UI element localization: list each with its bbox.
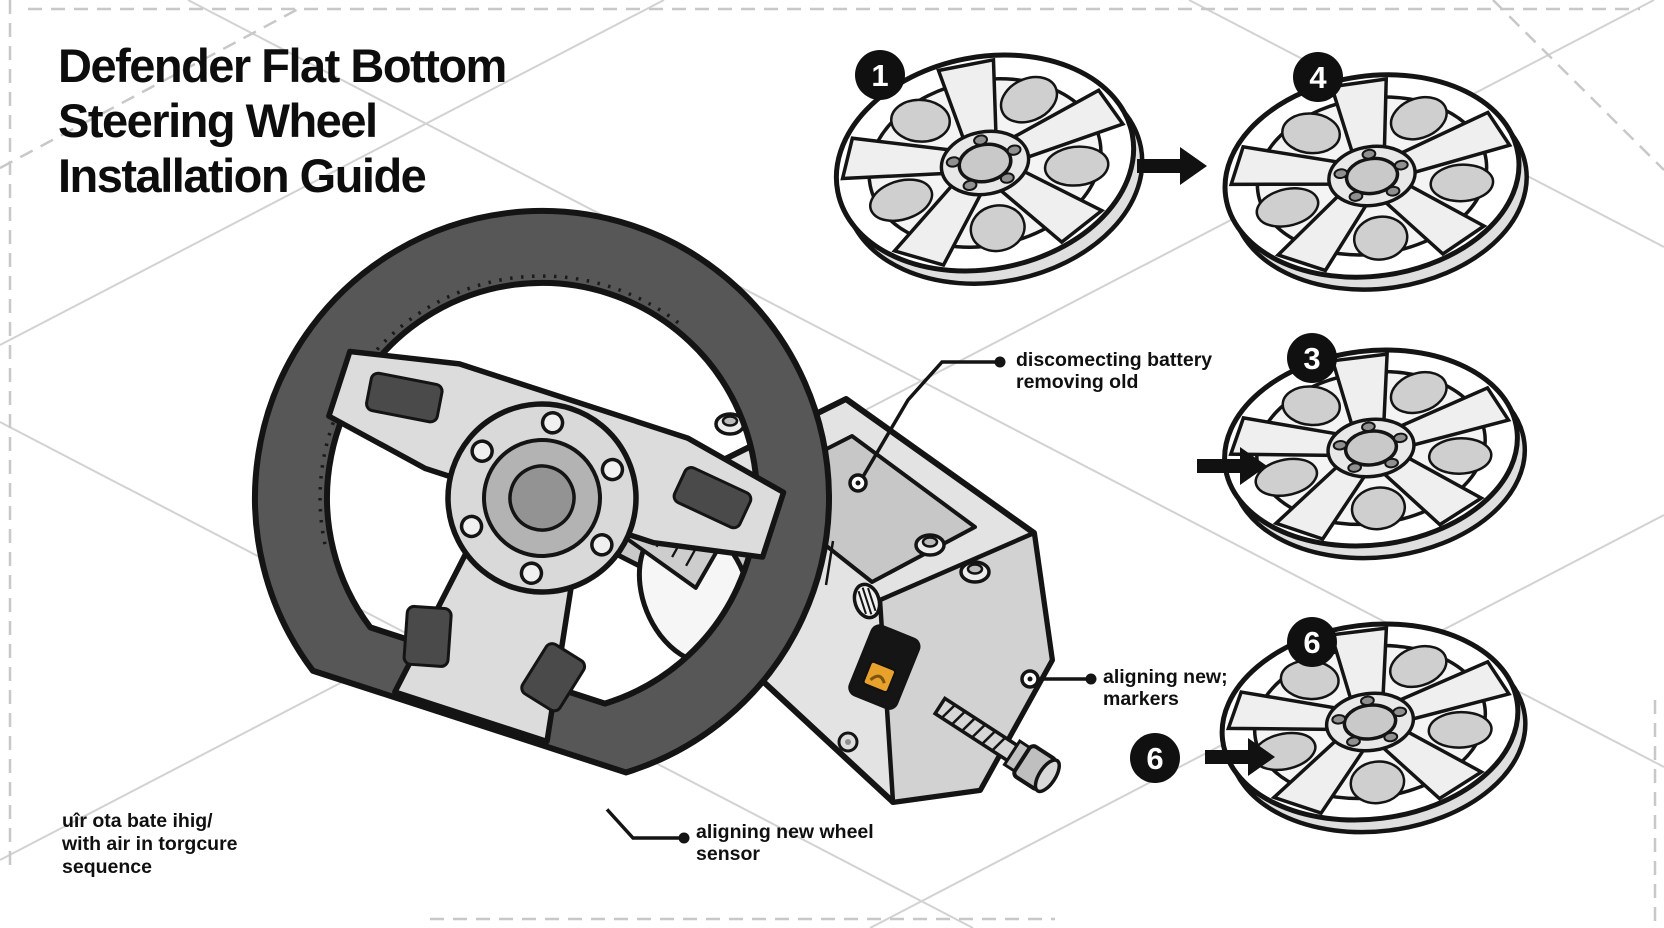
step-badge-1: 1 xyxy=(855,50,905,100)
threaded-bolt-icon xyxy=(932,696,1061,794)
title-line-2: Steering Wheel xyxy=(58,94,378,147)
callout-battery-line-2: removing old xyxy=(1016,370,1139,393)
target-marker-icon xyxy=(848,473,868,493)
module-small-bolt-icon xyxy=(837,731,859,753)
arrow-right-icon xyxy=(1205,738,1275,776)
footnote-line-2: with air in torgcure xyxy=(62,833,238,855)
arrow-right-icon xyxy=(1197,447,1267,485)
callout-battery: discomecting battery removing old xyxy=(1016,349,1213,393)
page-title: Defender Flat Bottom Steering Wheel Inst… xyxy=(58,38,507,203)
callout-leader-markers xyxy=(1020,669,1097,689)
step-badge-4: 4 xyxy=(1293,52,1343,102)
wheel-hub xyxy=(445,401,639,595)
module-port-icon xyxy=(852,582,882,620)
step-badge-6: 6 xyxy=(1287,617,1337,667)
callout-leader-battery xyxy=(848,356,1006,493)
steering-wheel-illustration xyxy=(252,207,833,776)
callout-markers: aligning new; markers xyxy=(1103,666,1228,710)
step-wheel-3 xyxy=(1213,333,1536,575)
spoke-inserts xyxy=(365,371,753,713)
footnote-line-3: sequence xyxy=(62,856,152,878)
title-line-1: Defender Flat Bottom xyxy=(58,39,507,92)
step-badge-6-arrow: 6 xyxy=(1130,733,1180,783)
rim-point-marker xyxy=(597,799,609,811)
leader-bullet xyxy=(678,832,690,844)
target-marker-icon xyxy=(1020,669,1040,689)
footnote-line-1: uîr ota bate ihig/ xyxy=(62,810,213,832)
module-connector-icon xyxy=(848,624,921,710)
step-wheel-6 xyxy=(1211,607,1537,849)
leader-bullet xyxy=(994,356,1006,368)
arrow-right-icon xyxy=(1137,147,1207,185)
step-wheel-4 xyxy=(1212,56,1540,309)
title-line-3: Installation Guide xyxy=(58,149,427,202)
callout-markers-line-2: markers xyxy=(1103,687,1179,710)
callout-leader-sensor xyxy=(597,799,690,844)
leader-bullet xyxy=(1085,673,1097,685)
callout-sensor: aligning new wheel sensor xyxy=(696,821,874,865)
callout-markers-line-1: aligning new; xyxy=(1103,666,1228,688)
callout-battery-line-1: discomecting battery xyxy=(1016,349,1213,371)
callout-sensor-line-1: aligning new wheel xyxy=(696,821,874,843)
footnote-text: uîr ota bate ihig/ with air in torgcure … xyxy=(62,810,238,879)
callout-sensor-line-2: sensor xyxy=(696,842,760,865)
step-badge-3: 3 xyxy=(1287,333,1337,383)
